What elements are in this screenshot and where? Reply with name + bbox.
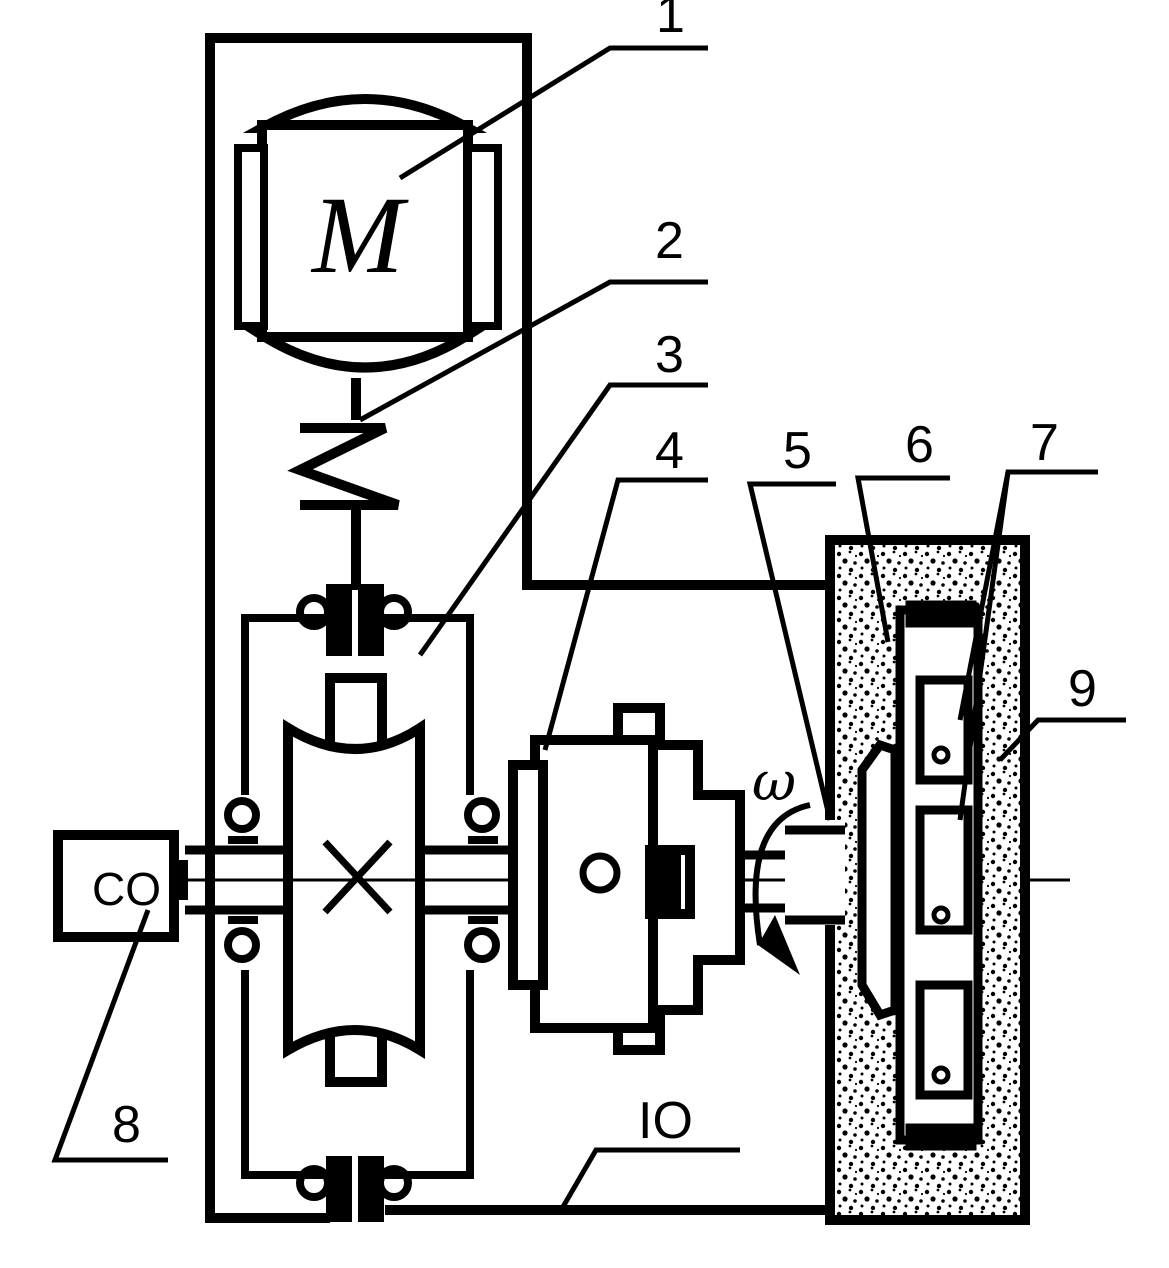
callout-4: 4 [655, 422, 684, 480]
sample-holder [895, 600, 983, 1151]
callout-8: 8 [112, 1096, 141, 1154]
callout-6: 6 [905, 416, 934, 474]
callout-labels: 1 2 3 4 5 6 7 8 9 IO [112, 0, 1097, 1154]
callout-7: 7 [1030, 414, 1059, 472]
electric-motor: M [234, 94, 502, 373]
bevel-gear-housing [283, 673, 425, 1087]
callout-leaders [51, 45, 1126, 1214]
callout-5: 5 [783, 422, 812, 480]
rotor-clamp [508, 703, 745, 1055]
callout-10: IO [638, 1092, 693, 1150]
sensor-label: CO [92, 863, 161, 915]
callout-9: 9 [1068, 660, 1097, 718]
frame [205, 33, 830, 1223]
motor-symbol: M [310, 174, 409, 296]
coupling [287, 378, 400, 590]
callout-2: 2 [655, 212, 684, 270]
bearing-assembly [224, 584, 500, 1222]
sensor-co: CO [53, 830, 188, 942]
omega-symbol: ω [752, 750, 796, 813]
callout-3: 3 [655, 326, 684, 384]
disk [857, 739, 900, 1021]
rotation-arrow: ω [752, 750, 811, 975]
callout-1: 1 [656, 0, 685, 44]
